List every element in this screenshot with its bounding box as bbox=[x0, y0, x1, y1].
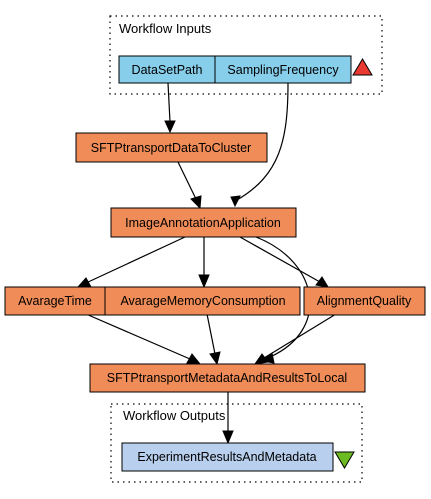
inputs-marker bbox=[352, 58, 373, 76]
node-avarage-memory-box[interactable] bbox=[104, 286, 301, 316]
node-experiment-results[interactable]: ExperimentResultsAndMetadata bbox=[121, 442, 334, 472]
arrowhead bbox=[198, 274, 210, 289]
edge-datasetpath-to-sftp-data bbox=[167, 82, 171, 123]
node-sftp-transport-data-label: SFTPtransportDataToCluster bbox=[91, 141, 251, 155]
arrowhead bbox=[315, 276, 329, 288]
arrowhead bbox=[230, 195, 241, 208]
edge-image-annotation-to-alignment-quality bbox=[239, 236, 321, 283]
edge-image-annotation-to-avarage-time bbox=[85, 236, 186, 284]
edges bbox=[76, 82, 337, 445]
node-sftp-transport-data[interactable]: SFTPtransportDataToCluster bbox=[75, 132, 268, 163]
arrowhead bbox=[164, 120, 176, 134]
workflow-inputs-border bbox=[109, 15, 383, 95]
node-avarage-memory-label: AvarageMemoryConsumption bbox=[120, 294, 285, 308]
workflow-outputs-cluster: Workflow Outputs bbox=[110, 403, 363, 483]
arrowhead bbox=[76, 277, 92, 288]
node-image-annotation-box[interactable] bbox=[110, 207, 297, 238]
node-avarage-memory[interactable]: AvarageMemoryConsumption bbox=[104, 286, 301, 316]
arrowhead bbox=[186, 353, 202, 365]
node-sampling-frequency[interactable]: SamplingFrequency bbox=[214, 55, 352, 84]
workflow-inputs-cluster: Workflow Inputs bbox=[109, 15, 383, 95]
triangle-down-icon bbox=[334, 451, 355, 469]
arrowhead bbox=[253, 353, 269, 365]
node-experiment-results-label: ExperimentResultsAndMetadata bbox=[137, 450, 316, 464]
node-sftp-transport-results-label: SFTPtransportMetadataAndResultsToLocal bbox=[107, 371, 347, 385]
triangle-up-icon bbox=[352, 58, 373, 76]
node-sftp-transport-data-box[interactable] bbox=[75, 132, 268, 163]
node-sampling-frequency-box[interactable] bbox=[214, 55, 352, 84]
edge-alignment-quality-to-sftp-results bbox=[263, 313, 337, 359]
edge-avarage-memory-to-sftp-results bbox=[206, 313, 216, 355]
node-image-annotation[interactable]: ImageAnnotationApplication bbox=[110, 207, 297, 238]
node-alignment-quality[interactable]: AlignmentQuality bbox=[303, 286, 426, 316]
edge-sftp-data-to-image-annotation bbox=[177, 161, 197, 200]
workflow-inputs-label: Workflow Inputs bbox=[119, 21, 212, 36]
node-dataset-path[interactable]: DataSetPath bbox=[118, 55, 216, 84]
outputs-marker bbox=[334, 451, 355, 469]
node-avarage-time[interactable]: AvarageTime bbox=[4, 286, 106, 316]
node-sftp-transport-results[interactable]: SFTPtransportMetadataAndResultsToLocal bbox=[89, 363, 366, 393]
node-avarage-time-label: AvarageTime bbox=[18, 294, 92, 308]
node-sampling-frequency-label: SamplingFrequency bbox=[227, 63, 339, 77]
edge-samplingfrequency-to-image-annotation bbox=[236, 82, 289, 201]
arrowhead bbox=[190, 195, 202, 210]
node-alignment-quality-box[interactable] bbox=[303, 286, 426, 316]
arrowhead bbox=[209, 351, 221, 366]
node-dataset-path-box[interactable] bbox=[118, 55, 216, 84]
node-image-annotation-label: ImageAnnotationApplication bbox=[125, 216, 281, 230]
node-avarage-time-box[interactable] bbox=[4, 286, 106, 316]
node-sftp-transport-results-box[interactable] bbox=[89, 363, 366, 393]
node-experiment-results-box[interactable] bbox=[121, 442, 334, 472]
arrowhead bbox=[222, 430, 234, 445]
edge-avarage-time-to-sftp-results bbox=[85, 313, 191, 360]
node-alignment-quality-label: AlignmentQuality bbox=[317, 294, 412, 308]
workflow-outputs-label: Workflow Outputs bbox=[123, 408, 226, 423]
node-dataset-path-label: DataSetPath bbox=[132, 63, 203, 77]
